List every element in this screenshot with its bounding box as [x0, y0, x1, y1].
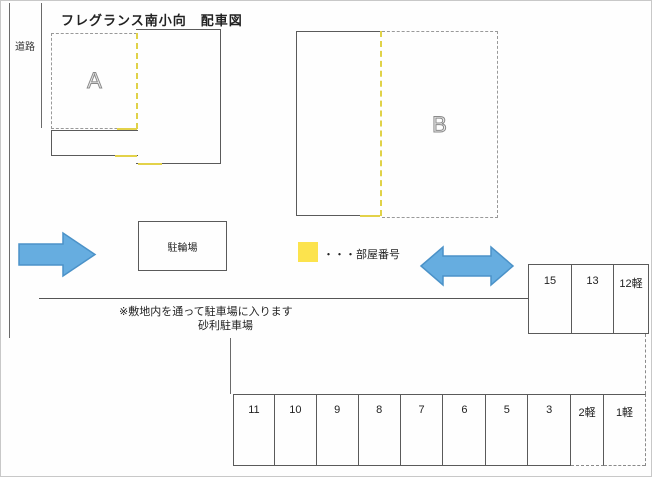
- building-b-wing: [296, 31, 381, 216]
- room-highlight-segment: [117, 128, 137, 130]
- legend-room-number-label: ・・・部屋番号: [323, 249, 400, 261]
- parking-stall: 3: [528, 395, 572, 466]
- parking-stall: 9: [316, 395, 359, 466]
- legend-room-number-swatch: [298, 242, 318, 262]
- road-edge-line-outer: [9, 3, 10, 338]
- parking-stall: 12軽: [619, 278, 643, 290]
- gravel-parking-label: 砂利駐車場: [198, 320, 253, 332]
- building-b-outline: B: [382, 31, 498, 218]
- room-highlight-segment: [360, 215, 380, 217]
- building-a-wing: [136, 29, 221, 164]
- access-note: ※敷地内を通って駐車場に入ります: [119, 306, 293, 318]
- arrow-double-icon: [419, 245, 515, 287]
- parking-stall: 5: [486, 395, 529, 466]
- parking-group-right: 15 13 12軽: [528, 264, 649, 334]
- parking-stall: 8: [358, 395, 401, 466]
- building-a-outline: A: [51, 33, 137, 129]
- page-title: フレグランス南小向 配車図: [61, 13, 243, 28]
- parking-stall: 7: [400, 395, 444, 466]
- parking-stall: 11: [234, 395, 275, 466]
- bicycle-parking-label: 駐輪場: [167, 242, 198, 254]
- parking-stall-kei: 1軽: [604, 395, 645, 466]
- road-edge-line-inner: [41, 3, 42, 128]
- parking-stall: 6: [443, 395, 487, 466]
- building-a-room-boundary-highlight: [136, 33, 138, 129]
- building-a-label: A: [87, 68, 103, 94]
- building-b-label: B: [432, 111, 448, 137]
- site-boundary-line: [39, 298, 529, 299]
- parking-stall: 10: [274, 395, 317, 466]
- parking-row-bottom: 11 10 9 8 7 6 5 3 2軽 1軽: [233, 394, 646, 466]
- room-highlight-segment: [115, 155, 137, 157]
- parking-area-left-edge: [230, 338, 231, 394]
- room-highlight-segment: [138, 163, 162, 165]
- building-a-extension: [51, 130, 138, 156]
- dashed-boundary-connector: [645, 334, 646, 394]
- building-b-room-boundary-highlight: [380, 31, 382, 216]
- parking-stall: 13: [572, 265, 614, 333]
- road-label: 道路: [15, 42, 35, 53]
- parking-stall: 15: [529, 265, 572, 333]
- bicycle-parking-box: 駐輪場: [138, 221, 227, 271]
- parking-stall-kei: 2軽: [571, 395, 605, 466]
- arrow-right-icon: [18, 231, 97, 278]
